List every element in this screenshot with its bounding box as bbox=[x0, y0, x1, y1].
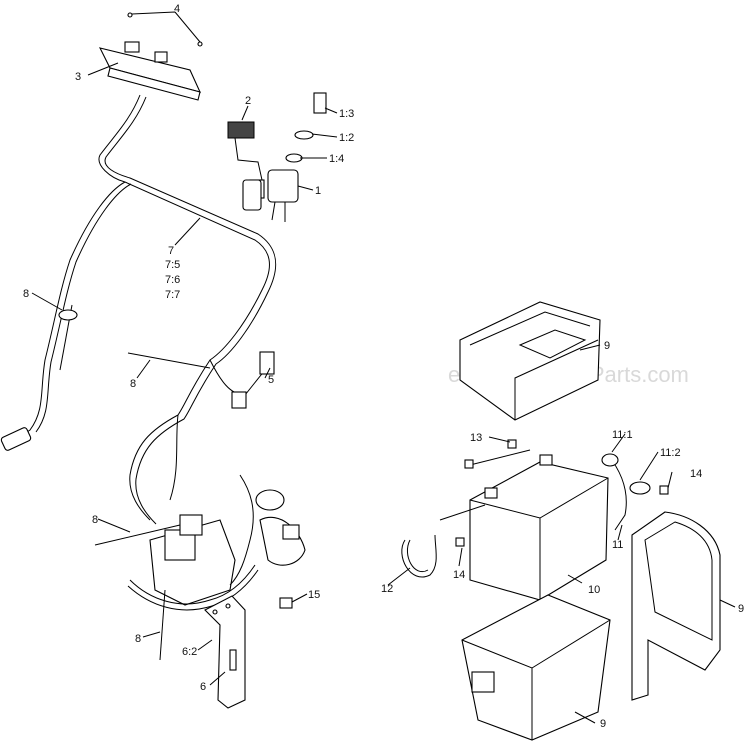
cable-tie-parts bbox=[58, 304, 211, 661]
side-shield-part bbox=[631, 511, 721, 701]
relay-cluster-part bbox=[127, 474, 306, 611]
battery-part bbox=[469, 454, 609, 601]
callout-11: 11 bbox=[612, 539, 623, 551]
callout-9-b: 9 bbox=[738, 603, 744, 615]
callout-9-c: 9 bbox=[600, 718, 606, 730]
callout-1-4: 1:4 bbox=[329, 153, 344, 165]
bracket-part bbox=[204, 595, 246, 709]
callout-2: 2 bbox=[245, 95, 251, 107]
callout-6: 6 bbox=[200, 681, 206, 693]
callout-13: 13 bbox=[470, 432, 482, 444]
callout-9-a: 9 bbox=[604, 340, 610, 352]
callout-11-2: 11:2 bbox=[660, 447, 681, 459]
callout-1-2: 1:2 bbox=[339, 132, 354, 144]
callout-7-7: 7:7 bbox=[165, 289, 180, 301]
callout-7-5: 7:5 bbox=[165, 259, 180, 271]
callout-8-a: 8 bbox=[23, 288, 29, 300]
callout-11-1: 11:1 bbox=[612, 429, 633, 441]
callout-14-b: 14 bbox=[453, 569, 465, 581]
callout-12: 12 bbox=[381, 583, 393, 595]
callout-15: 15 bbox=[308, 589, 320, 601]
callout-6-2: 6:2 bbox=[182, 646, 197, 658]
battery-box-part bbox=[461, 594, 611, 741]
callout-1-3: 1:3 bbox=[339, 108, 354, 120]
callout-4: 4 bbox=[174, 3, 180, 15]
control-module-part bbox=[98, 12, 203, 101]
callout-7: 7 bbox=[168, 245, 174, 257]
callout-7-6: 7:6 bbox=[165, 274, 180, 286]
battery-cover-part bbox=[459, 301, 601, 421]
callout-8-b: 8 bbox=[130, 378, 136, 390]
callout-5: 5 bbox=[268, 374, 274, 386]
callout-8-c: 8 bbox=[92, 514, 98, 526]
callout-14-a: 14 bbox=[690, 468, 702, 480]
callout-labels: 4 3 2 1:3 1:2 1:4 1 7 7:5 7:6 7:7 8 8 5 … bbox=[23, 3, 744, 730]
fitting-part bbox=[279, 597, 293, 609]
callout-1: 1 bbox=[315, 185, 321, 197]
callout-8-d: 8 bbox=[135, 633, 141, 645]
leader-lines bbox=[31, 11, 736, 724]
battery-cable-parts bbox=[401, 439, 669, 578]
callout-10: 10 bbox=[588, 584, 600, 596]
wire-harness-part bbox=[0, 94, 277, 525]
callout-3: 3 bbox=[75, 71, 81, 83]
